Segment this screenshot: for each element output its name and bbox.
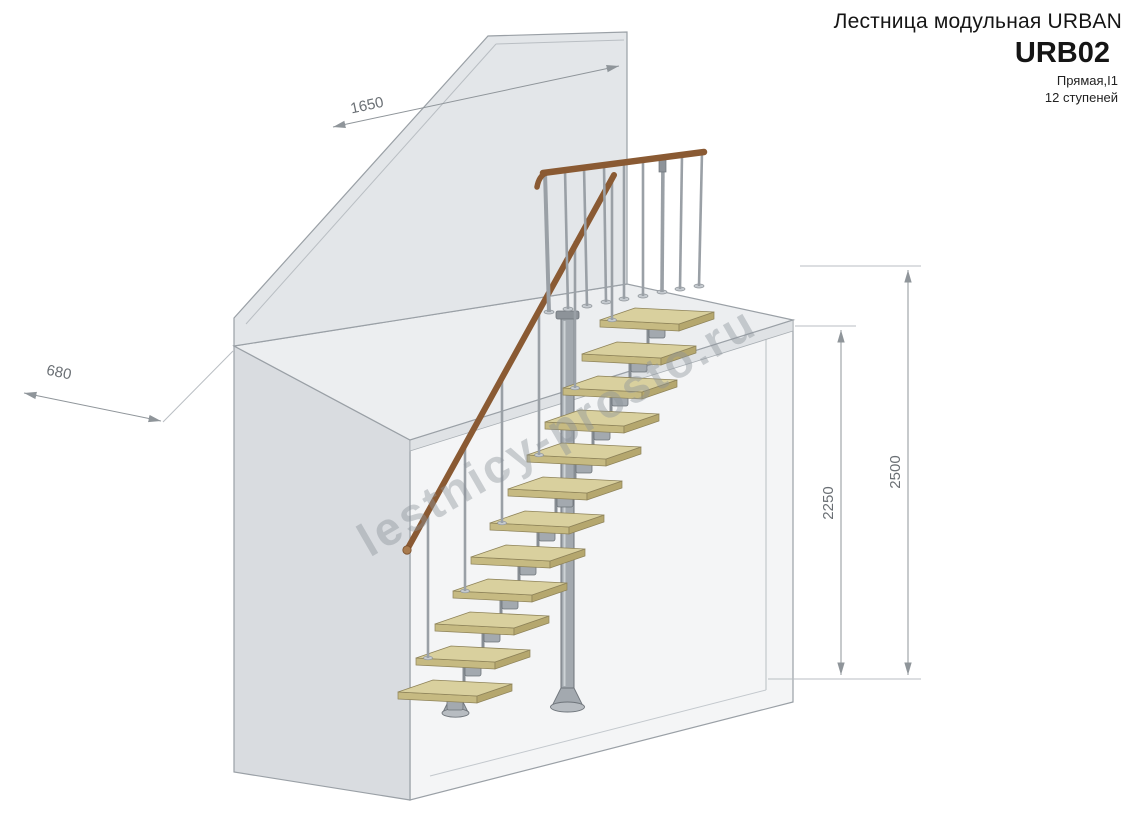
product-title: Лестница модульная URBAN — [833, 10, 1122, 33]
handrail-downturn — [534, 170, 549, 190]
stair-type: Прямая,I1 — [1056, 73, 1118, 88]
dim-label-680: 680 — [45, 362, 73, 384]
dimension-680: 680 — [23, 350, 234, 423]
dim-label-1650: 1650 — [349, 94, 385, 118]
stair-balusters — [423, 176, 617, 661]
landing-railing — [534, 148, 708, 315]
dim-label-2500: 2500 — [887, 455, 904, 488]
stair-handrail — [402, 172, 617, 555]
handrail-end-cap — [402, 545, 412, 555]
dimension-2500: 2500 — [768, 265, 921, 680]
title-block: Лестница модульная URBAN URB02 Прямая,I1… — [834, 10, 1122, 107]
dimension-2250: 2250 — [795, 325, 856, 675]
dim-label-2250: 2250 — [820, 486, 837, 519]
dimension-1650: 1650 — [332, 64, 620, 129]
steps-count: 12 ступеней — [1044, 89, 1118, 105]
rail-bracket — [658, 159, 667, 173]
landing-handrail — [539, 148, 708, 177]
model-code: URB02 — [1014, 37, 1110, 69]
landing-balusters — [543, 151, 704, 313]
